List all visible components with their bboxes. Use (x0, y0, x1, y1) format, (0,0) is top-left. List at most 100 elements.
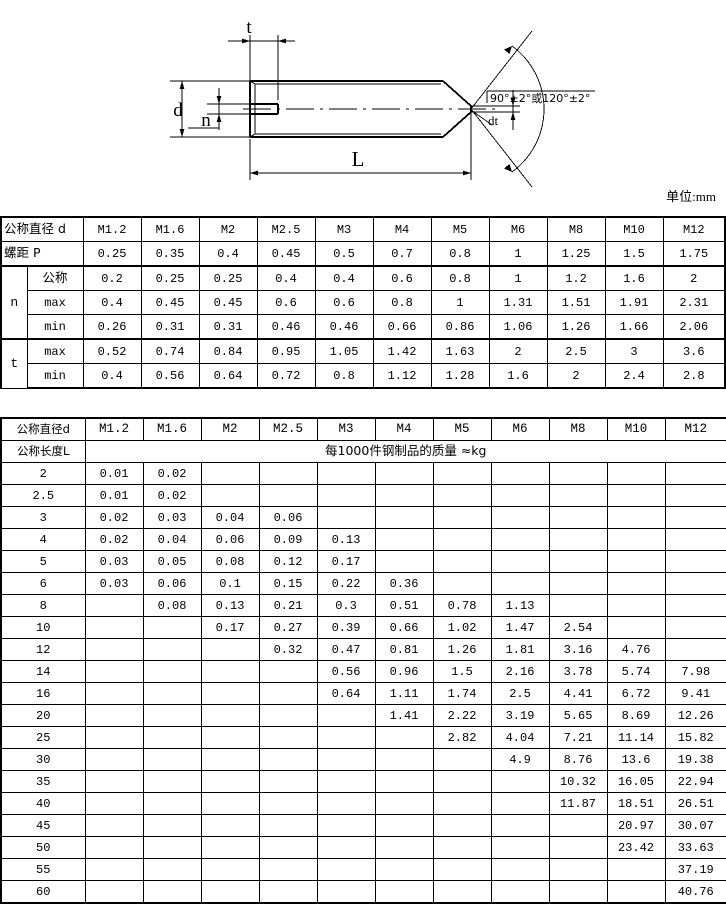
cell-p-7: 1 (488, 241, 548, 267)
cell-length: 30 (0, 748, 86, 771)
cell-p-8: 1.25 (546, 241, 606, 267)
cell-mass: 0.02 (84, 528, 144, 551)
cell-mass (548, 594, 608, 617)
cell-mass (142, 836, 202, 859)
cell-mass (316, 836, 376, 859)
cell-n-nom-0: 0.2 (82, 265, 142, 291)
cell-md-5: M4 (374, 417, 434, 441)
cell-mass (490, 462, 550, 485)
cell-p-0: 0.25 (82, 241, 142, 267)
cell-n-min-2: 0.31 (198, 314, 258, 340)
cell-d-10: M12 (662, 216, 726, 242)
label-pitch: 螺距 P (0, 241, 84, 267)
cell-mass: 0.02 (142, 462, 202, 485)
cell-mass: 0.51 (374, 594, 434, 617)
cell-mass: 0.17 (316, 550, 376, 573)
cell-md-2: M2 (200, 417, 260, 441)
cell-mass (142, 858, 202, 881)
cell-md-6: M5 (432, 417, 492, 441)
cell-t-max-6: 1.63 (430, 338, 490, 364)
cell-n-max-1: 0.45 (140, 290, 200, 315)
cell-mass (490, 572, 550, 595)
cell-mass (490, 792, 550, 815)
cell-length: 8 (0, 594, 86, 617)
cell-mass (316, 792, 376, 815)
angle-note-leader (486, 90, 595, 103)
dimension-dt (470, 90, 520, 130)
cell-mass: 26.51 (664, 792, 726, 815)
cell-mass: 40.76 (664, 880, 726, 904)
cell-n-max-6: 1 (430, 290, 490, 315)
cell-n-max-8: 1.51 (546, 290, 606, 315)
cell-n-nom-2: 0.25 (198, 265, 258, 291)
cell-mass (316, 462, 376, 485)
cell-mass (548, 484, 608, 507)
cell-mass (432, 550, 492, 573)
cell-mass (142, 726, 202, 749)
cell-mass: 4.04 (490, 726, 550, 749)
cell-d-0: M1.2 (82, 216, 142, 242)
cell-length: 50 (0, 836, 86, 859)
cell-mass (200, 660, 260, 683)
drawing-label-L: L (352, 147, 365, 171)
cell-length: 25 (0, 726, 86, 749)
cell-mass: 12.26 (664, 704, 726, 727)
cell-n-max-9: 1.91 (604, 290, 664, 315)
cell-n-min-4: 0.46 (314, 314, 374, 340)
cell-mass (548, 506, 608, 529)
cell-mass (200, 858, 260, 881)
cell-mass (664, 638, 726, 661)
cell-n-nom-10: 2 (662, 265, 726, 291)
cell-p-4: 0.5 (314, 241, 374, 267)
cell-mass: 0.1 (200, 572, 260, 595)
cell-n-min-10: 2.06 (662, 314, 726, 340)
cell-mass (200, 814, 260, 837)
cell-mass (142, 748, 202, 771)
cell-p-9: 1.5 (604, 241, 664, 267)
cell-n-nom-5: 0.6 (372, 265, 432, 291)
cell-mass: 0.08 (142, 594, 202, 617)
cell-mass (142, 770, 202, 793)
cell-n-max-7: 1.31 (488, 290, 548, 315)
cell-mass: 0.03 (84, 550, 144, 573)
mass-table-banner-row: 公称长度L 每1000件钢制品的质量 ≈kg (0, 440, 726, 463)
cell-t-min-4: 0.8 (314, 363, 374, 389)
cell-mass (374, 836, 434, 859)
cell-mass: 0.64 (316, 682, 376, 705)
cell-mass (258, 814, 318, 837)
cell-md-7: M6 (490, 417, 550, 441)
drawing-label-d: d (173, 100, 183, 121)
cell-t-max-3: 0.95 (256, 338, 316, 364)
cell-n-min-6: 0.86 (430, 314, 490, 340)
cell-mass: 0.22 (316, 572, 376, 595)
cell-length: 2 (0, 462, 86, 485)
cell-mass: 0.05 (142, 550, 202, 573)
cell-mass (316, 484, 376, 507)
cell-mass: 5.74 (606, 660, 666, 683)
cell-mass: 0.13 (200, 594, 260, 617)
cell-mass (374, 462, 434, 485)
cell-mass (142, 704, 202, 727)
cell-n-max-0: 0.4 (82, 290, 142, 315)
cell-mass (664, 484, 726, 507)
cell-mass (664, 506, 726, 529)
cell-length: 35 (0, 770, 86, 793)
cell-n-nom-7: 1 (488, 265, 548, 291)
cell-mass: 0.21 (258, 594, 318, 617)
cell-mass (664, 462, 726, 485)
cell-mass: 4.41 (548, 682, 608, 705)
cell-mass (606, 594, 666, 617)
cell-mass: 20.97 (606, 814, 666, 837)
cell-mass (490, 836, 550, 859)
cell-n-min-7: 1.06 (488, 314, 548, 340)
cell-mass (258, 462, 318, 485)
cell-mass (84, 792, 144, 815)
cell-mass (84, 660, 144, 683)
cell-mass (316, 858, 376, 881)
cell-mass (142, 682, 202, 705)
